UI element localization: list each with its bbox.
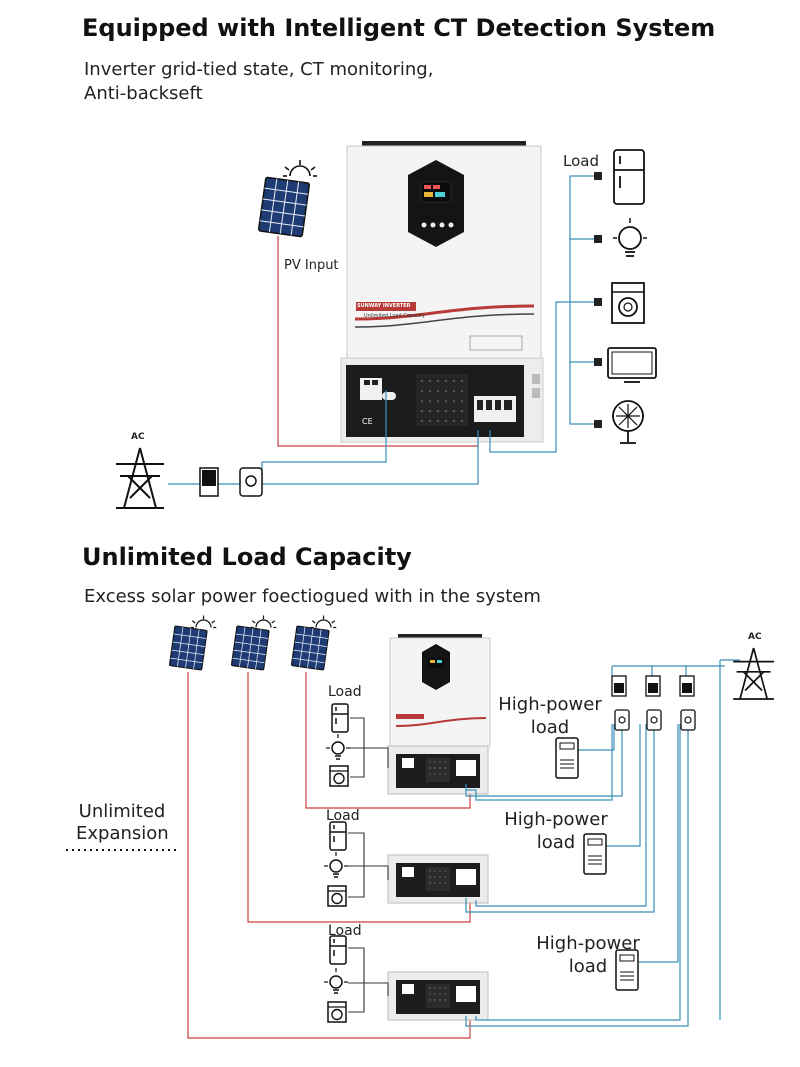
hp-load-label-1-line1: High-power — [498, 694, 602, 715]
ac-label: AC — [131, 432, 145, 442]
pv-input-label: PV Input — [284, 258, 339, 273]
ac-tower-icon — [115, 447, 165, 509]
section1-subtitle-line2: Anti-backseft — [84, 83, 203, 104]
ct-sensor-icon-2 — [646, 709, 662, 731]
fridge-icon-2 — [329, 821, 347, 851]
fridge-icon — [613, 149, 645, 205]
hp-load-label-1-line2: load — [530, 717, 570, 738]
television-icon — [607, 347, 657, 383]
ac-label-2: AC — [748, 632, 762, 642]
sun-icon — [282, 159, 318, 177]
expansion-label-line2: Expansion — [76, 823, 169, 844]
solar-panel-icon — [257, 176, 311, 238]
load-label-1: Load — [328, 684, 362, 700]
expansion-label-line1: Unlimited — [78, 801, 166, 822]
washing-machine-icon-2 — [327, 885, 347, 907]
inverter-unit-2 — [387, 854, 489, 904]
light-bulb-icon-1 — [325, 733, 351, 760]
ac-wires-2 — [465, 659, 740, 1027]
sun-icon-2 — [250, 614, 277, 629]
washing-machine-icon-1 — [329, 765, 349, 787]
washing-machine-icon — [611, 282, 645, 324]
inverter-bottom-panel: CE — [340, 357, 544, 443]
inverter-brand: SUNWAY INVERTER — [357, 303, 411, 309]
solar-panel-icon-2 — [230, 625, 270, 671]
ac-unit-icon-1 — [555, 737, 579, 779]
section1-subtitle-line1: Inverter grid-tied state, CT monitoring, — [84, 59, 434, 80]
fridge-icon-3 — [329, 935, 347, 965]
solar-panel-icon-1 — [168, 625, 208, 671]
svg-text:CE: CE — [362, 417, 373, 426]
load-label-3: Load — [328, 923, 362, 939]
inverter-front-2 — [389, 634, 491, 747]
breaker-icon-3 — [679, 675, 695, 697]
light-bulb-icon — [613, 218, 647, 257]
hp-load-label-3-line1: High-power — [536, 933, 640, 954]
ct-sensor-icon-1 — [614, 709, 630, 731]
inverter-unit-1 — [387, 745, 489, 795]
light-bulb-icon-3 — [323, 967, 349, 994]
load-label-2: Load — [326, 808, 360, 824]
sun-icon-1 — [190, 614, 217, 629]
section2-title: Unlimited Load Capacity — [82, 543, 412, 571]
ct-sensor-icon — [239, 467, 263, 497]
hp-load-label-3-line2: load — [568, 956, 608, 977]
ct-sensor-icon-3 — [680, 709, 696, 731]
section1-title: Equipped with Intelligent CT Detection S… — [82, 14, 716, 42]
breaker-icon-2 — [645, 675, 661, 697]
inverter-front — [346, 141, 542, 359]
ac-tower-icon-2 — [732, 647, 775, 700]
inverter-unit-3 — [387, 971, 489, 1021]
light-bulb-icon-2 — [323, 851, 349, 878]
breaker-icon-1 — [611, 675, 627, 697]
section2-subtitle: Excess solar power foectiogued with in t… — [84, 586, 541, 607]
hp-load-label-2-line2: load — [536, 832, 576, 853]
hp-load-label-2-line1: High-power — [504, 809, 608, 830]
solar-panel-icon-3 — [290, 625, 330, 671]
load-wires-2 — [348, 717, 389, 1013]
meter-icon — [199, 467, 219, 497]
fridge-icon-1 — [331, 703, 349, 733]
washing-machine-icon-3 — [327, 1001, 347, 1023]
fan-icon — [612, 400, 644, 444]
sun-icon-3 — [310, 614, 337, 629]
load-label: Load — [563, 152, 599, 170]
inverter-caption: Unlimited Load Capacity — [364, 313, 426, 319]
